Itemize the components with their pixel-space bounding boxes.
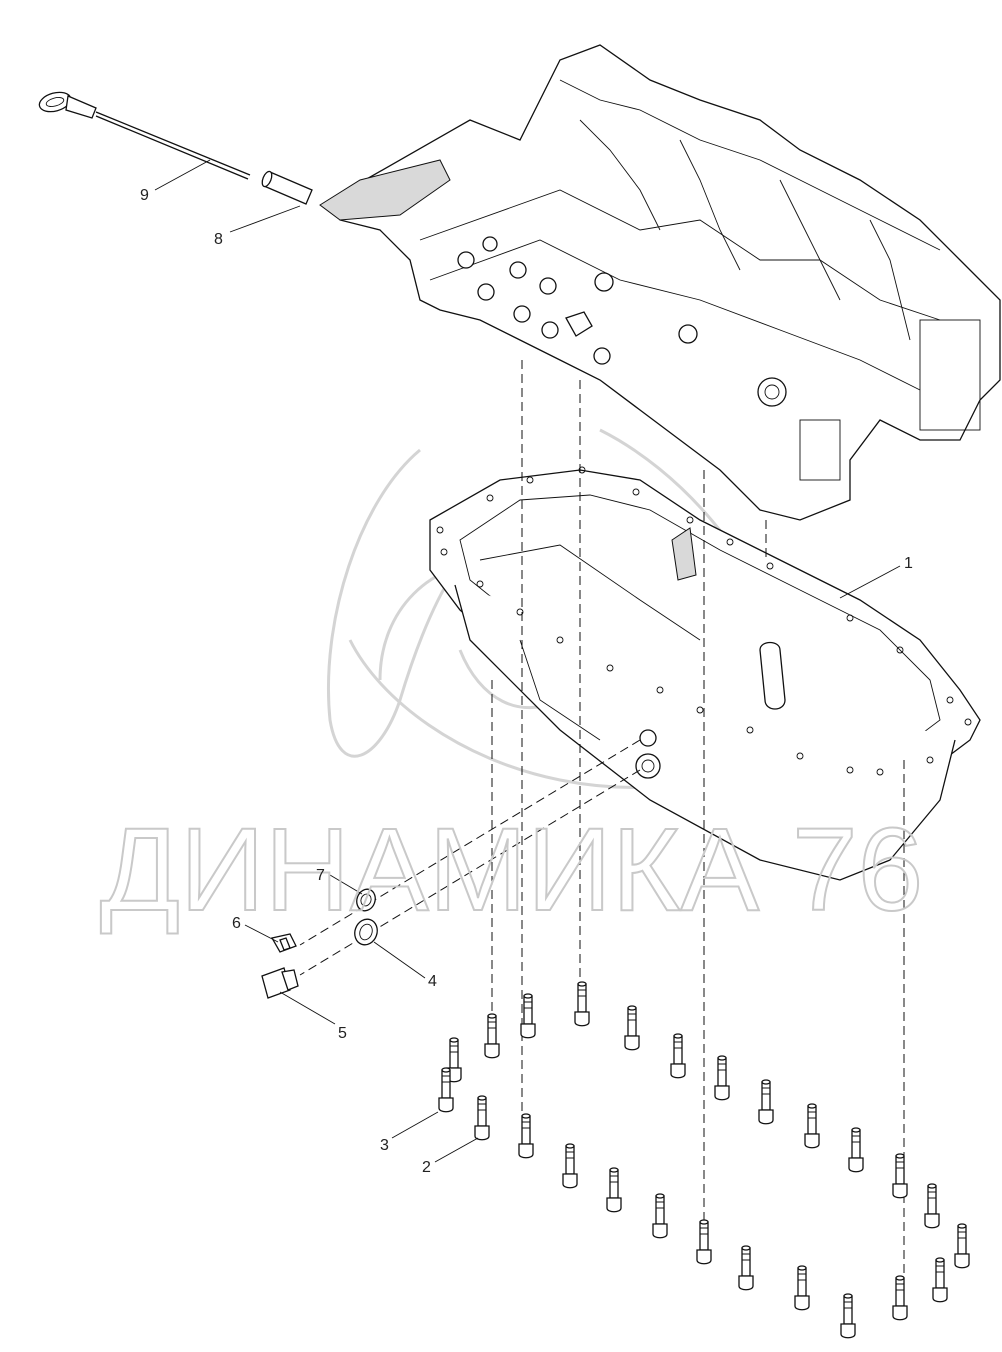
- callout-6: 6: [232, 915, 241, 932]
- callout-4: 4: [428, 973, 437, 990]
- pan-bolt: [924, 1183, 940, 1229]
- dipstick-tube: [261, 170, 313, 205]
- callout-9: 9: [140, 187, 149, 204]
- pan-bolt: [932, 1257, 948, 1303]
- pan-bolt: [848, 1127, 864, 1173]
- plug-5: [261, 967, 299, 999]
- pan-bolt: [892, 1153, 908, 1199]
- callout-8: 8: [214, 231, 223, 248]
- pan-bolt: [696, 1219, 712, 1265]
- callout-7: 7: [316, 867, 325, 884]
- pan-bolt: [714, 1055, 730, 1101]
- pan-bolt: [574, 981, 590, 1027]
- plug-6: [270, 933, 297, 953]
- oil-pan: [429, 466, 981, 881]
- dipstick: [38, 91, 251, 180]
- pan-bolt: [518, 1113, 534, 1159]
- drain-plugs: [261, 933, 299, 999]
- pan-bolt: [892, 1275, 908, 1321]
- seal-rings: [354, 888, 378, 946]
- callout-1: 1: [904, 555, 913, 572]
- pan-bolt: [758, 1079, 774, 1125]
- seal-ring-7: [356, 888, 376, 912]
- callout-labels: 9 8 1 7 6 4 5 3 2: [140, 187, 913, 1176]
- seal-ring-4: [354, 918, 378, 946]
- flange-bolt-holes: [436, 466, 972, 776]
- pan-bolt: [624, 1005, 640, 1051]
- pan-bolt: [652, 1193, 668, 1239]
- pan-bolts: [438, 981, 970, 1339]
- pan-bolt: [484, 1013, 500, 1059]
- watermark-text: ДИНАМИКА 76: [100, 804, 923, 936]
- engine-block: [319, 44, 1001, 521]
- pan-bolt: [562, 1143, 578, 1189]
- pan-bolt: [438, 1067, 454, 1113]
- pan-bolt: [794, 1265, 810, 1311]
- callout-5: 5: [338, 1025, 347, 1042]
- callout-3: 3: [380, 1137, 389, 1154]
- callout-2: 2: [422, 1159, 431, 1176]
- pan-bolt: [474, 1095, 490, 1141]
- pan-bolt: [804, 1103, 820, 1149]
- pan-bolt: [520, 993, 536, 1039]
- pan-bolt: [840, 1293, 856, 1339]
- pan-bolt: [738, 1245, 754, 1291]
- pan-bolt: [606, 1167, 622, 1213]
- pan-bolt: [954, 1223, 970, 1269]
- leader-lines: [154, 159, 901, 1163]
- pan-bolt: [670, 1033, 686, 1079]
